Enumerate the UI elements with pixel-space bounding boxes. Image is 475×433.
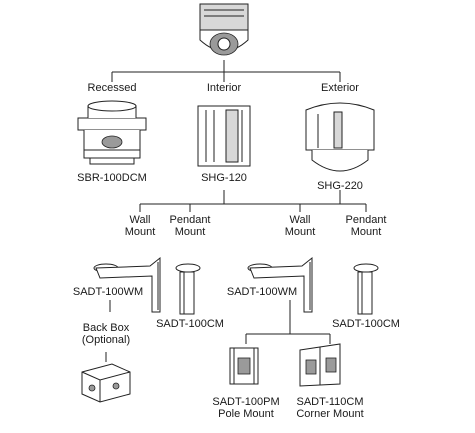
pole-mount-icon <box>229 347 259 385</box>
right-wall-mount-line1: Wall <box>289 214 311 226</box>
recessed-model-label: SBR-100DCM <box>77 172 147 184</box>
back-box-icon <box>81 363 131 403</box>
right-pendant-mount-line1: Pendant <box>345 214 387 226</box>
right-pendant-model-label: SADT-100CM <box>332 318 400 330</box>
right-pendant-mount-label: Pendant Mount <box>346 214 387 238</box>
dome-camera-icon <box>199 3 249 56</box>
right-wall-model-label: SADT-100WM <box>226 286 298 298</box>
interior-housing-icon <box>197 105 251 167</box>
right-wall-mount-line2: Mount <box>284 226 316 238</box>
corner-mount-label: SADT-110CM Corner Mount <box>296 396 363 420</box>
corner-mount-icon <box>299 343 341 387</box>
wall-mount-arm-icon <box>247 256 313 313</box>
left-wall-model-label: SADT-100WM <box>72 286 144 298</box>
right-wall-mount-label: Wall Mount <box>285 214 316 238</box>
recessed-label: Recessed <box>87 82 137 94</box>
pendant-pipe-icon <box>175 263 201 315</box>
left-pendant-mount-line2: Mount <box>174 226 206 238</box>
interior-label: Interior <box>206 82 242 94</box>
back-box-line1: Back Box <box>82 322 130 334</box>
left-pendant-mount-line1: Pendant <box>169 214 211 226</box>
exterior-model-label: SHG-220 <box>317 180 363 192</box>
interior-model-label: SHG-120 <box>201 172 247 184</box>
back-box-label: Back Box (Optional) <box>82 322 130 346</box>
pendant-pipe-icon <box>353 263 379 315</box>
recessed-housing-icon <box>77 100 147 165</box>
pole-mount-label: SADT-100PM Pole Mount <box>212 396 279 420</box>
exterior-label: Exterior <box>321 82 359 94</box>
pole-mount-line2: Pole Mount <box>218 408 274 420</box>
corner-mount-line1: SADT-110CM <box>296 396 364 408</box>
right-pendant-mount-line2: Mount <box>350 226 382 238</box>
left-wall-mount-label: Wall Mount <box>125 214 156 238</box>
back-box-line2: (Optional) <box>81 334 131 346</box>
pole-mount-line1: SADT-100PM <box>212 396 280 408</box>
left-wall-mount-line2: Mount <box>124 226 156 238</box>
left-pendant-mount-label: Pendant Mount <box>170 214 211 238</box>
left-pendant-model-label: SADT-100CM <box>156 318 224 330</box>
left-wall-mount-line1: Wall <box>129 214 151 226</box>
exterior-housing-icon <box>305 102 375 172</box>
corner-mount-line2: Corner Mount <box>296 408 364 420</box>
wall-mount-arm-icon <box>93 256 161 313</box>
